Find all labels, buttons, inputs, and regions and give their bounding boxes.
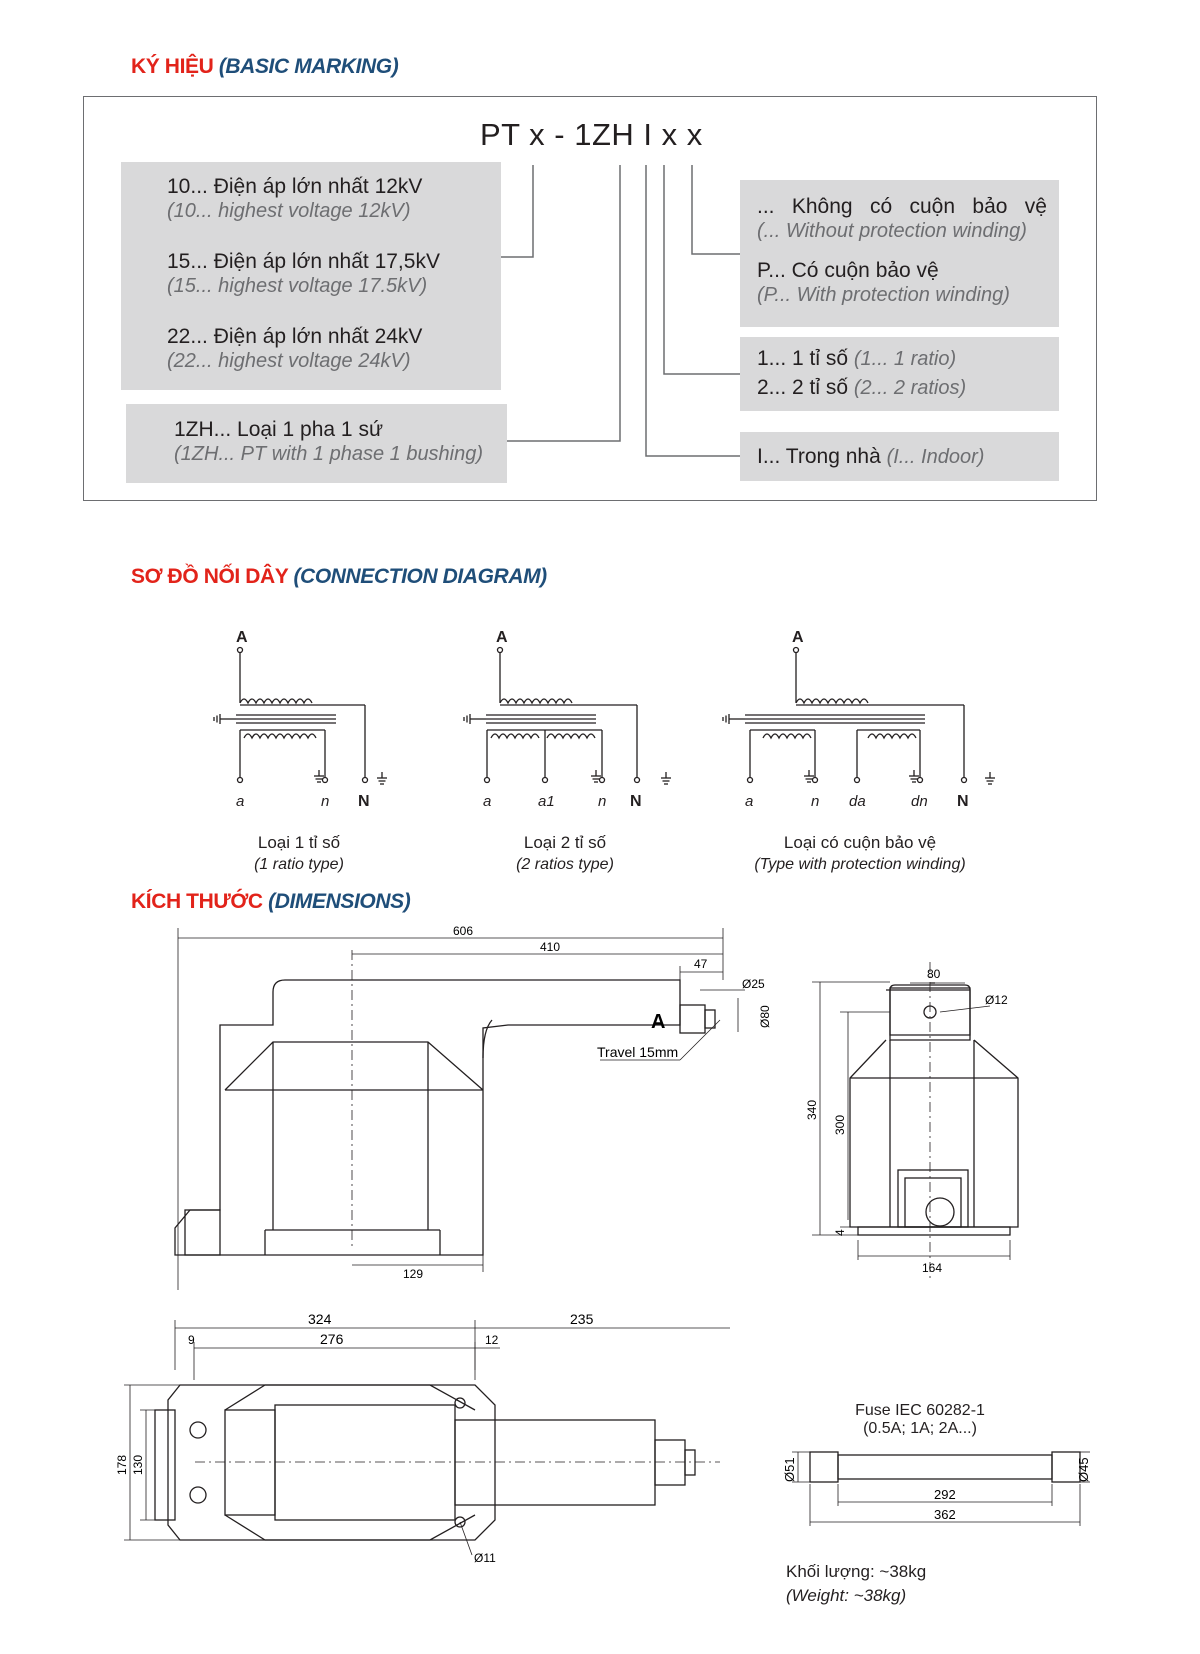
connection-title-en: (CONNECTION DIAGRAM) <box>293 565 547 588</box>
type-box: 1ZH... Loại 1 pha 1 sứ (1ZH... PT with 1… <box>126 404 507 483</box>
weight-vn: Khối lượng: ~38kg <box>786 1562 927 1581</box>
dim-129: 129 <box>403 1267 423 1281</box>
diagram-1-caption: Loại 1 tỉ số (1 ratio type) <box>199 833 399 874</box>
travel-label: Travel 15mm <box>597 1044 678 1060</box>
weight-block: Khối lượng: ~38kg (Weight: ~38kg) <box>786 1560 926 1608</box>
connection-diagrams: A a n N A a a1 n N <box>213 629 996 810</box>
diagram-3-A: A <box>792 629 804 646</box>
diagram-3-label-a: a <box>745 793 753 810</box>
marking-title-vn: KÝ HIỆU <box>131 55 214 78</box>
diagram-3-caption-en: (Type with protection winding) <box>754 856 966 873</box>
protection-none-vn: ... Không có cuộn bảo vệ <box>757 195 1047 218</box>
top-dim-12: 12 <box>485 1333 499 1347</box>
top-dim-178: 178 <box>115 1455 129 1475</box>
voltage-15-en: (15... highest voltage 17.5kV) <box>167 275 428 297</box>
diagram-1-label-a: a <box>236 793 244 810</box>
dim-d80: Ø80 <box>758 1005 772 1028</box>
indoor-en: (I... Indoor) <box>886 446 985 468</box>
diagram-1-A: A <box>236 629 248 646</box>
dim-d25: Ø25 <box>742 977 765 991</box>
connection-section-title: SƠ ĐỒ NỐI DÂY (CONNECTION DIAGRAM) <box>131 565 547 589</box>
ratio-1-vn: 1... 1 tỉ số <box>757 347 849 370</box>
diagram-2-label-a: a <box>483 793 491 810</box>
diagram-3-caption: Loại có cuộn bảo vệ (Type with protectio… <box>720 833 1000 874</box>
front-dim-164: 164 <box>922 1261 942 1275</box>
protection-with-vn: P... Có cuộn bảo vệ <box>757 259 939 282</box>
fuse-title-block: Fuse IEC 60282-1 (0.5A; 1A; 2A...) <box>830 1402 1010 1438</box>
type-vn: 1ZH... Loại 1 pha 1 sứ <box>174 418 384 441</box>
voltage-box: 10... Điện áp lớn nhất 12kV (10... highe… <box>121 162 501 390</box>
voltage-22-en: (22... highest voltage 24kV) <box>167 350 411 372</box>
indoor-vn: I... Trong nhà <box>757 445 881 468</box>
diagram-3-caption-vn: Loại có cuộn bảo vệ <box>783 833 937 852</box>
diagram-2-label-a1: a1 <box>538 793 555 810</box>
diagram-2-ratios <box>463 646 672 785</box>
top-dim-324: 324 <box>308 1311 332 1327</box>
front-dim-300: 300 <box>833 1115 847 1135</box>
fuse-ratings: (0.5A; 1A; 2A...) <box>863 1420 977 1437</box>
marking-title-en: (BASIC MARKING) <box>218 55 399 78</box>
dimensions-title-vn: KÍCH THƯỚC <box>131 890 263 913</box>
ratio-1-en: (1... 1 ratio) <box>853 348 957 370</box>
fuse-dim-d45: Ø45 <box>1076 1457 1090 1482</box>
dimensions-section-title: KÍCH THƯỚC (DIMENSIONS) <box>131 890 411 914</box>
front-view-drawing: 80 Ø12 340 300 4 164 <box>805 962 1019 1282</box>
terminal-A: A <box>651 1011 665 1033</box>
diagram-2-N: N <box>630 793 642 810</box>
diagram-2-caption: Loại 2 tỉ số (2 ratios type) <box>465 833 665 874</box>
diagram-1-ratio <box>213 646 388 785</box>
dim-47: 47 <box>694 957 708 971</box>
diagram-1-caption-en: (1 ratio type) <box>254 856 344 873</box>
diagram-3-label-n: n <box>811 793 819 810</box>
dim-410: 410 <box>540 940 560 954</box>
protection-box: ... Không có cuộn bảo vệ (... Without pr… <box>740 180 1059 327</box>
marking-frame <box>83 96 1097 501</box>
top-dim-9: 9 <box>188 1333 195 1347</box>
diagram-3-N: N <box>957 793 969 810</box>
indoor-box: I... Trong nhà (I... Indoor) <box>740 432 1059 481</box>
ratio-2-en: (2... 2 ratios) <box>853 377 967 399</box>
voltage-10-vn: 10... Điện áp lớn nhất 12kV <box>167 175 423 198</box>
diagram-2-A: A <box>496 629 508 646</box>
top-dim-235: 235 <box>570 1311 594 1327</box>
marking-leader-lines <box>501 165 740 457</box>
diagram-2-caption-en: (2 ratios type) <box>516 856 614 873</box>
protection-with-en: (P... With protection winding) <box>757 284 1010 306</box>
top-dim-d11: Ø11 <box>474 1551 496 1565</box>
fuse-dim-362: 362 <box>934 1507 956 1522</box>
front-dim-d12: Ø12 <box>985 993 1008 1007</box>
fuse-title: Fuse IEC 60282-1 <box>855 1402 985 1419</box>
marking-code: PT x - 1ZH I x x <box>480 117 703 152</box>
dimensions-title-en: (DIMENSIONS) <box>268 890 411 913</box>
connection-title-vn: SƠ ĐỒ NỐI DÂY <box>131 565 289 588</box>
diagram-1-N: N <box>358 793 370 810</box>
diagram-1-caption-vn: Loại 1 tỉ số <box>257 833 341 852</box>
voltage-15-vn: 15... Điện áp lớn nhất 17,5kV <box>167 250 440 273</box>
ratio-box: 1... 1 tỉ số (1... 1 ratio) 2... 2 tỉ số… <box>740 337 1059 411</box>
diagram-3-label-dn: dn <box>911 793 928 810</box>
fuse-dim-d51: Ø51 <box>782 1457 797 1482</box>
top-dim-276: 276 <box>320 1331 344 1347</box>
voltage-22-vn: 22... Điện áp lớn nhất 24kV <box>167 325 423 348</box>
diagram-3-protection <box>722 646 996 785</box>
fuse-dim-292: 292 <box>934 1487 956 1502</box>
protection-none-en: (... Without protection winding) <box>757 220 1027 242</box>
front-dim-4: 4 <box>833 1229 847 1236</box>
front-dim-80: 80 <box>927 967 941 981</box>
side-view-drawing: 606 410 47 Ø25 Ø80 A Travel 15mm 129 <box>174 924 772 1290</box>
top-dim-130: 130 <box>131 1455 145 1475</box>
ratio-2-vn: 2... 2 tỉ số <box>757 376 849 399</box>
diagram-2-caption-vn: Loại 2 tỉ số <box>523 833 607 852</box>
weight-en: (Weight: ~38kg) <box>786 1586 907 1605</box>
fuse-drawing: Ø51 Ø45 292 362 <box>782 1451 1090 1526</box>
type-en: (1ZH... PT with 1 phase 1 bushing) <box>174 443 484 465</box>
top-view-drawing: 324 235 9 276 12 178 130 Ø11 <box>115 1311 730 1565</box>
dim-606: 606 <box>453 924 473 938</box>
front-dim-340: 340 <box>805 1100 819 1120</box>
voltage-10-en: (10... highest voltage 12kV) <box>167 200 411 222</box>
diagram-1-label-n: n <box>321 793 329 810</box>
diagram-2-label-n: n <box>598 793 606 810</box>
diagram-3-label-da: da <box>849 793 866 810</box>
marking-section-title: KÝ HIỆU (BASIC MARKING) <box>131 55 399 79</box>
